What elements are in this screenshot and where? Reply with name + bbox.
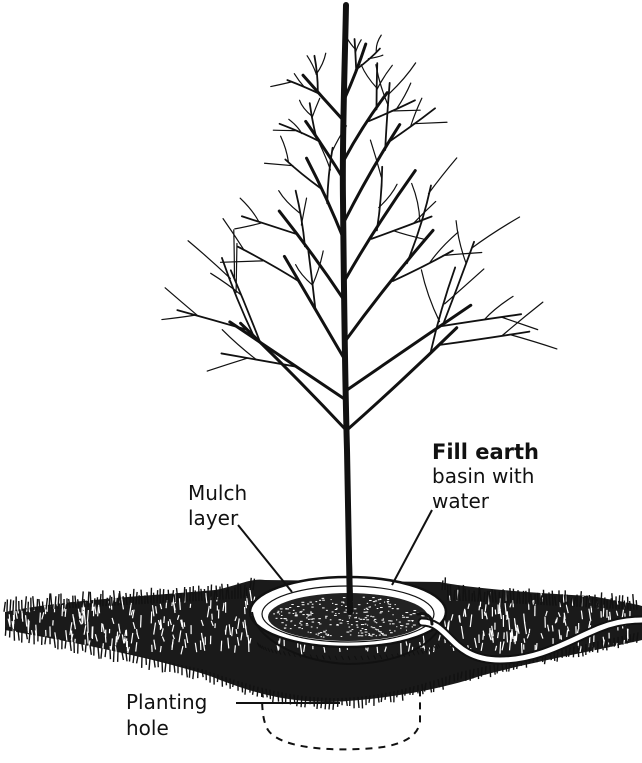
fill-earth-line-2: water <box>432 488 489 514</box>
planting-hole-line-1: Planting <box>126 689 207 715</box>
mulch-label-line-2: layer <box>188 505 238 531</box>
fill-earth-title: Fill earth <box>432 439 539 465</box>
mulch-label-line-1: Mulch <box>188 480 247 506</box>
planting-hole-line-2: hole <box>126 715 169 741</box>
fill-earth-line-1: basin with <box>432 463 534 489</box>
